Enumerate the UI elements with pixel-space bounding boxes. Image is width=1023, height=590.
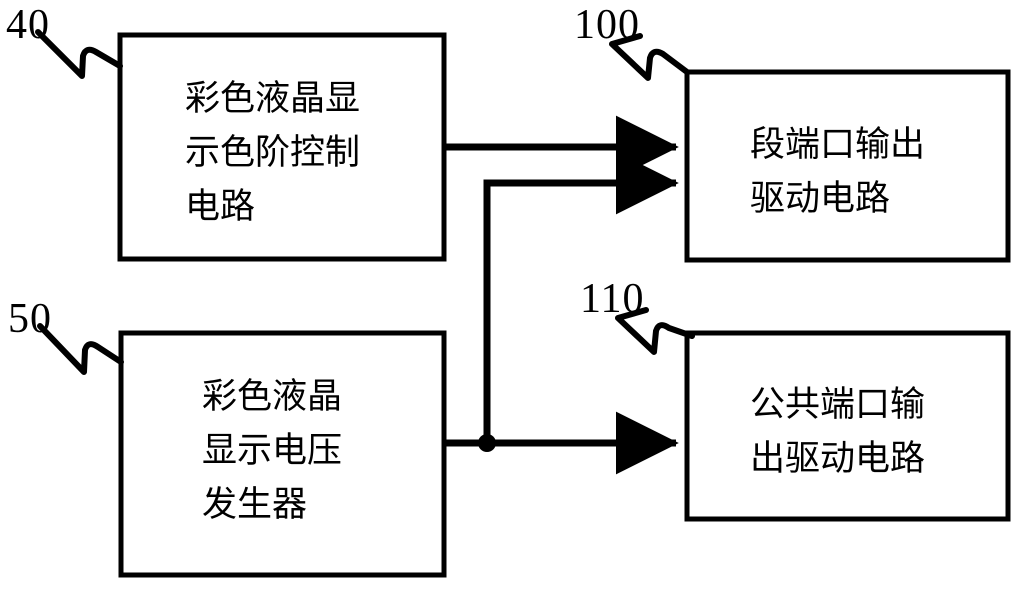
block-rect-110[interactable] — [684, 330, 1011, 522]
ref-label-40: 40 — [6, 2, 50, 48]
leader-line-110 — [615, 307, 695, 355]
ref-label-50: 50 — [8, 296, 52, 342]
block-rect-100[interactable] — [684, 69, 1011, 263]
leader-line-50 — [37, 323, 124, 375]
ref-label-110: 110 — [580, 276, 645, 322]
leader-line-100 — [609, 33, 690, 81]
block-rect-50[interactable] — [118, 330, 447, 578]
ref-label-100: 100 — [574, 2, 640, 48]
wire-junction-dot — [478, 434, 496, 452]
wire-50-to-100 — [483, 151, 679, 443]
block-rect-40[interactable] — [117, 32, 447, 262]
leader-line-40 — [35, 29, 123, 79]
